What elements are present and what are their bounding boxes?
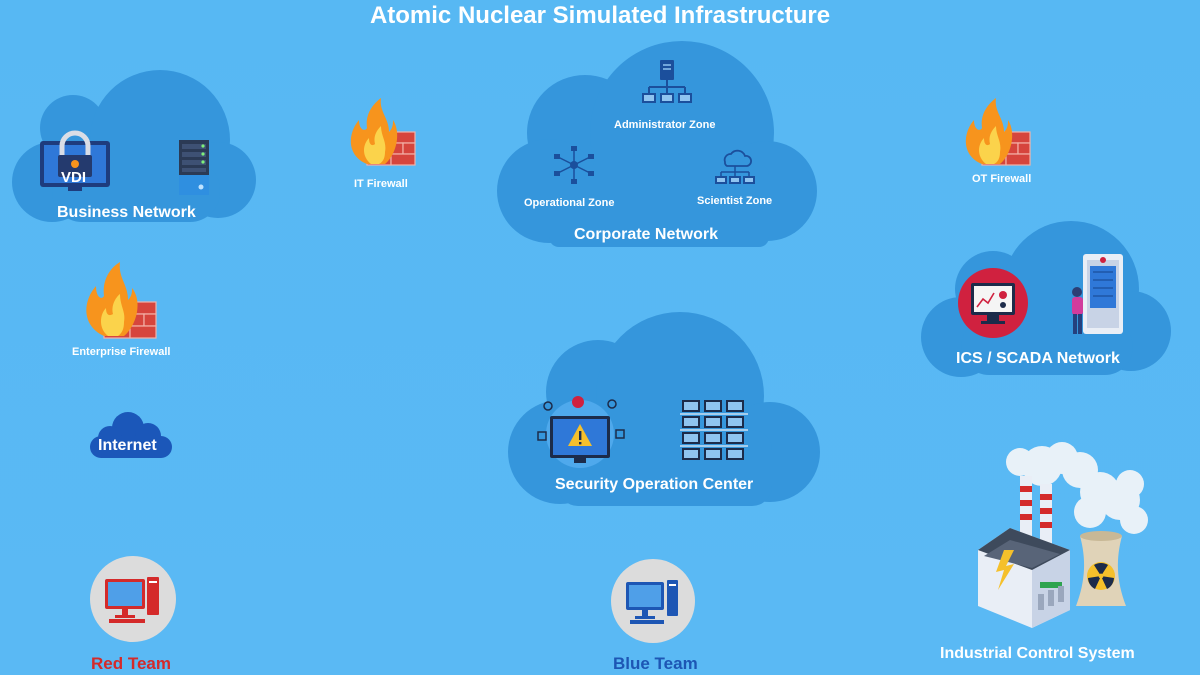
industrial-control-system: Industrial Control System — [930, 440, 1190, 670]
operational-zone-label: Operational Zone — [524, 197, 615, 209]
vdi-icon — [40, 130, 110, 191]
scada-network-cloud: ICS / SCADA Network — [921, 219, 1171, 377]
firewall-icon — [86, 262, 157, 339]
alert-monitor-icon — [537, 396, 625, 468]
blue-team: Blue Team — [600, 558, 720, 675]
it-firewall-label: IT Firewall — [354, 178, 408, 190]
it-firewall: IT Firewall — [340, 98, 430, 198]
monitor-wall-icon — [680, 400, 748, 460]
technician-icon — [1072, 254, 1123, 334]
scientist-zone-label: Scientist Zone — [697, 195, 773, 207]
soc-cloud: Security Operation Center — [508, 312, 820, 506]
business-network-cloud: VDI Business Network — [10, 70, 256, 225]
ot-firewall: OT Firewall — [955, 98, 1055, 198]
soc-label: Security Operation Center — [555, 476, 754, 493]
network-hierarchy-icon — [642, 60, 692, 103]
page-title: Atomic Nuclear Simulated Infrastructure — [369, 2, 831, 29]
administrator-zone-label: Administrator Zone — [614, 119, 716, 131]
blue-team-label: Blue Team — [613, 654, 698, 673]
monitoring-icon — [958, 268, 1028, 338]
business-network-label: Business Network — [57, 204, 196, 221]
firewall-icon — [965, 98, 1031, 166]
nuclear-plant-icon — [978, 442, 1148, 628]
firewall-icon — [350, 98, 416, 166]
cloud-shape — [497, 41, 817, 247]
cloud-network-icon — [715, 149, 755, 184]
cloud-shape — [90, 412, 172, 458]
enterprise-firewall-label: Enterprise Firewall — [72, 346, 171, 358]
scada-network-label: ICS / SCADA Network — [956, 350, 1120, 367]
enterprise-firewall: Enterprise Firewall — [70, 262, 190, 362]
blue-team-computer-icon — [611, 559, 695, 643]
corporate-network-label: Corporate Network — [574, 226, 719, 243]
ics-label: Industrial Control System — [940, 645, 1135, 662]
server-icon — [179, 140, 209, 195]
vdi-label: VDI — [61, 169, 87, 186]
ot-firewall-label: OT Firewall — [972, 173, 1032, 185]
corporate-network-cloud: Administrator Zone Operational Zone Scie… — [497, 41, 819, 247]
internet-cloud: Internet — [88, 410, 174, 460]
network-star-icon — [554, 146, 594, 184]
internet-label: Internet — [98, 437, 157, 454]
red-team-computer-icon — [90, 556, 176, 642]
red-team: Red Team — [80, 555, 190, 675]
red-team-label: Red Team — [91, 654, 171, 673]
